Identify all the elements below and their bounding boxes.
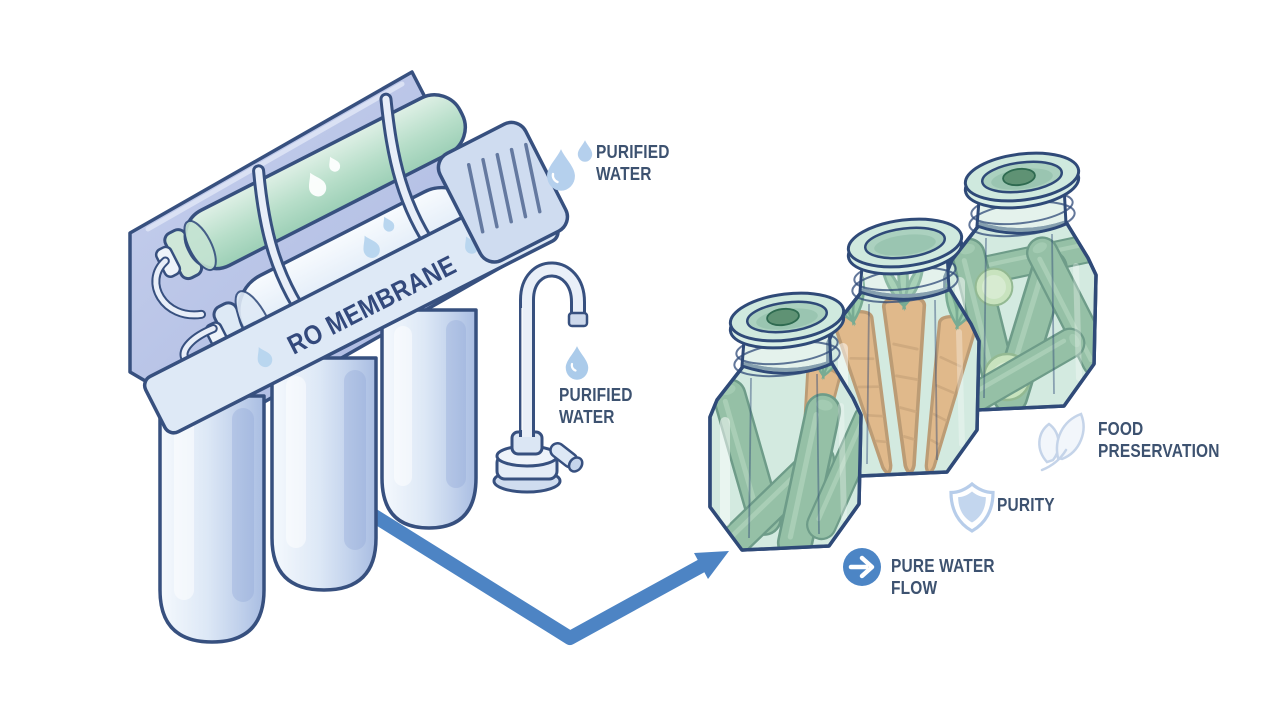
label-food-preservation: FOOD PRESERVATION xyxy=(1098,419,1220,463)
label-line: FLOW xyxy=(891,577,938,598)
ribbed-end-cap xyxy=(436,120,570,264)
cartridge-1 xyxy=(158,394,266,644)
cartridge-3 xyxy=(380,308,478,530)
label-purity: PURITY xyxy=(997,495,1055,517)
label-purified-water-faucet: PURIFIED WATER xyxy=(559,385,633,429)
leaf-icon xyxy=(1038,412,1085,472)
water-drop-icon xyxy=(565,346,589,380)
label-line: WATER xyxy=(559,406,615,427)
label-line: WATER xyxy=(596,163,652,184)
label-line: PURIFIED xyxy=(559,385,633,405)
label-line: PURITY xyxy=(997,495,1055,515)
pure-water-arrow xyxy=(364,506,729,645)
faucet xyxy=(492,261,589,494)
flow-arrow-icon xyxy=(843,548,881,586)
label-line: FOOD xyxy=(1098,419,1144,439)
label-pure-water-flow: PURE WATER FLOW xyxy=(891,556,995,600)
filter-cartridges xyxy=(158,308,478,644)
water-drops-icon xyxy=(547,140,593,191)
faucet-handle xyxy=(549,442,584,473)
label-line: PRESERVATION xyxy=(1098,440,1220,461)
cucumber-jar-back xyxy=(943,145,1098,412)
label-line: PURE WATER xyxy=(891,556,995,576)
cartridge-2 xyxy=(270,356,378,592)
label-line: PURIFIED xyxy=(596,142,670,162)
faucet-spout xyxy=(567,311,589,328)
ro-filter-unit: RO MEMBRANE xyxy=(128,70,729,645)
pickle-jar-front xyxy=(708,285,863,552)
shield-icon xyxy=(949,481,995,533)
label-purified-water-top: PURIFIED WATER xyxy=(596,142,670,186)
